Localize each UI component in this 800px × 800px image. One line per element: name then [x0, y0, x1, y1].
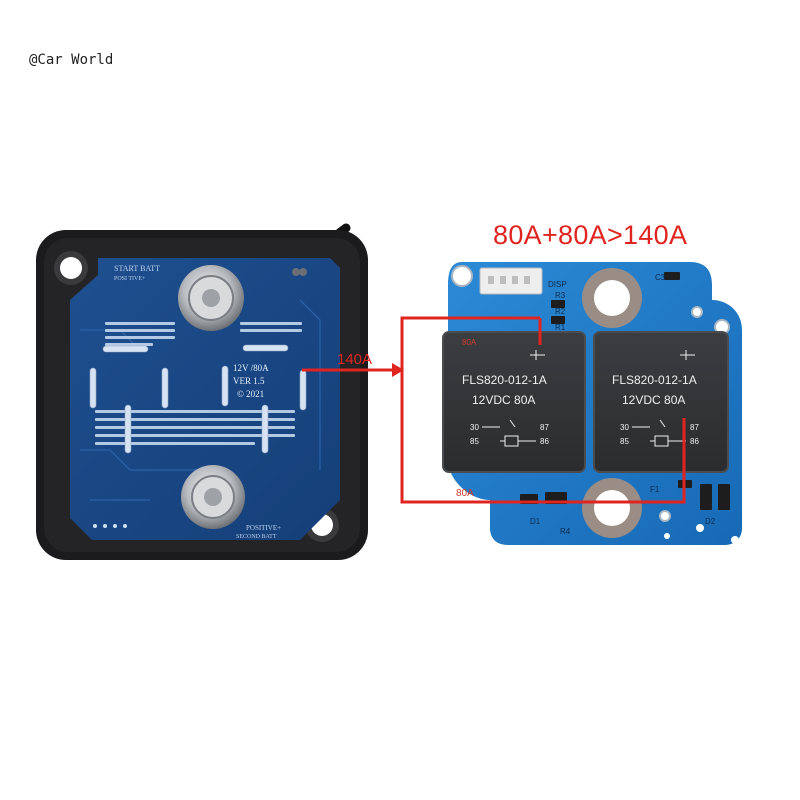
- silk-r4: R4: [560, 527, 571, 536]
- silk-d1: D1: [530, 517, 541, 526]
- silk-positive-top: POSI TIVE+: [114, 276, 146, 282]
- flow-loop-left: [400, 316, 540, 504]
- headline-current-sum: 80A+80A>140A: [493, 220, 688, 250]
- relay-left-tag: 80A: [462, 338, 477, 347]
- battery-isolator-module: START BATT POSI TIVE+ 12V /80A VER 1.5 ©…: [36, 223, 368, 560]
- silk-spec-version: VER 1.5: [233, 376, 265, 386]
- dual-relay-board: DISP C3 R3 R2 R1 F1 D1 R4 D2 FLS820-012-…: [442, 262, 742, 545]
- watermark-text: @Car World: [29, 52, 114, 68]
- relay-right-pin-30: 30: [620, 423, 629, 432]
- silk-disp: DISP: [548, 280, 567, 289]
- relay-left-pin-86: 86: [540, 437, 549, 446]
- silk-start-batt: START BATT: [114, 264, 160, 273]
- jst-connector: [479, 267, 543, 295]
- silk-r3: R3: [555, 291, 566, 300]
- relay-left-pin-85: 85: [470, 437, 479, 446]
- silk-d2: D2: [705, 517, 716, 526]
- flow-label-total: 140A: [337, 351, 372, 368]
- silk-c3: C3: [655, 273, 666, 282]
- terminal-bolt-top: [178, 265, 244, 331]
- silk-f1: F1: [650, 485, 660, 494]
- silk-spec-year: © 2021: [237, 389, 264, 399]
- current-flow-overlay: 140A 80A: [302, 316, 686, 504]
- relay-right-pin-87: 87: [690, 423, 699, 432]
- relay-left-pin-30: 30: [470, 423, 479, 432]
- silk-positive-bottom: POSITIVE+: [246, 524, 281, 532]
- relay-left: FLS820-012-1A 12VDC 80A 30 87 85 86 80A: [442, 331, 586, 473]
- relay-left-pin-87: 87: [540, 423, 549, 432]
- flow-arrow-head: [392, 363, 404, 377]
- flow-label-bottom: 80A: [456, 488, 474, 499]
- silk-r2: R2: [555, 307, 566, 316]
- relay-right-pin-85: 85: [620, 437, 629, 446]
- relay-right-model: FLS820-012-1A: [612, 373, 697, 387]
- silk-spec-voltage: 12V /80A: [233, 363, 269, 373]
- relay-left-model: FLS820-012-1A: [462, 373, 547, 387]
- terminal-bolt-bottom: [181, 465, 245, 529]
- relay-left-rating: 12VDC 80A: [472, 393, 535, 407]
- relay-right-rating: 12VDC 80A: [622, 393, 685, 407]
- relay-right-pin-86: 86: [690, 437, 699, 446]
- silk-r1: R1: [555, 323, 566, 332]
- relay-right: FLS820-012-1A 12VDC 80A 30 87 85 86: [593, 331, 729, 473]
- flow-loop-right: [538, 318, 686, 504]
- silk-second-batt: SECOND BATT: [236, 534, 277, 540]
